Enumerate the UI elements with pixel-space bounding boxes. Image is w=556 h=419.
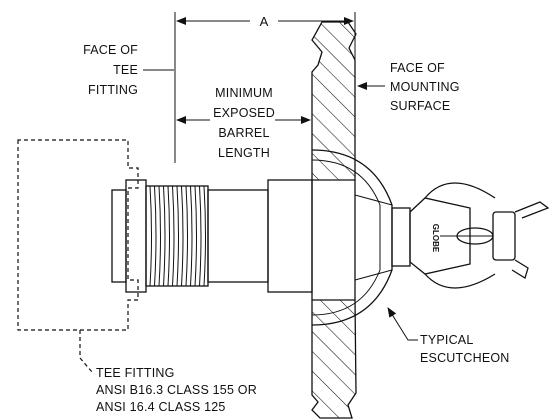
svg-text:TEE FITTING: TEE FITTING (96, 366, 175, 380)
sprinkler-head: GLOBE (391, 182, 550, 289)
escutcheon-face-bottom (354, 269, 393, 281)
mounting-wall (311, 21, 357, 419)
escutcheon-leader (387, 307, 418, 341)
thread-ridge (194, 185, 197, 287)
thread-ridge (203, 185, 206, 287)
svg-text:ANSI B16.3 CLASS 155 OR: ANSI B16.3 CLASS 155 OR (96, 383, 257, 397)
wall-upper-section (311, 21, 357, 181)
svg-text:FACE OF: FACE OF (390, 61, 445, 75)
thread-ridge (149, 185, 152, 287)
sprinkler-deflector-bottom (511, 259, 529, 279)
sprinkler-deflector-hub (492, 211, 516, 261)
tee-fitting-outline (17, 139, 139, 331)
thread-ridge (176, 185, 179, 287)
sprinkler-barrel (207, 179, 313, 293)
wall-lower-section (311, 299, 357, 419)
barrel-flange (267, 179, 313, 293)
sprinkler-deflector-top (514, 201, 550, 219)
svg-text:SURFACE: SURFACE (390, 99, 450, 113)
svg-text:FACE OF: FACE OF (83, 43, 138, 57)
label-face-of-tee-fitting: FACE OF TEE FITTING (83, 43, 138, 97)
svg-text:TYPICAL: TYPICAL (420, 333, 474, 347)
thread-ridge (163, 185, 166, 287)
label-minimum-exposed-barrel-length: MINIMUM EXPOSED BARREL LENGTH (213, 86, 275, 160)
thread-ridge (199, 185, 202, 287)
dimension-a-label: A (260, 14, 269, 29)
svg-text:EXPOSED: EXPOSED (213, 106, 275, 120)
escutcheon-face-top (354, 194, 393, 206)
thread-ridge (172, 185, 175, 287)
barrel-body (207, 189, 269, 283)
thread-ridge (181, 185, 184, 287)
sprinkler-logo: GLOBE (431, 224, 440, 253)
sprinkler-frame-arm-bottom (424, 273, 496, 289)
label-tee-fitting: TEE FITTING ANSI B16.3 CLASS 155 OR ANSI… (96, 366, 257, 414)
svg-text:TEE: TEE (113, 63, 138, 77)
svg-text:ANSI 16.4 CLASS 125: ANSI 16.4 CLASS 125 (96, 400, 226, 414)
escutcheon-inner (311, 159, 381, 316)
thread-collar (125, 179, 147, 293)
thread-ridge (185, 185, 188, 287)
leader-lines (79, 69, 418, 373)
sprinkler-frame-arm-top (424, 182, 496, 199)
thread-ridge (154, 185, 157, 287)
thread-ridge (167, 185, 170, 287)
svg-text:MOUNTING: MOUNTING (390, 80, 460, 94)
label-typical-escutcheon: TYPICAL ESCUTCHEON (420, 333, 510, 365)
sprinkler-hex-body (391, 207, 411, 267)
svg-text:LENGTH: LENGTH (218, 146, 270, 160)
svg-text:MINIMUM: MINIMUM (215, 86, 273, 100)
thread-ridge (158, 185, 161, 287)
tee-fitting-leader (79, 330, 93, 373)
label-face-of-mounting-surface: FACE OF MOUNTING SURFACE (390, 61, 460, 113)
svg-text:FITTING: FITTING (88, 83, 138, 97)
svg-text:BARREL: BARREL (218, 126, 269, 140)
svg-text:ESCUTCHEON: ESCUTCHEON (420, 351, 510, 365)
thread-ridge (190, 185, 193, 287)
thread-lines (149, 185, 206, 287)
thread-end-cap (111, 189, 127, 283)
threaded-section (111, 179, 209, 293)
dimension-a: A (174, 12, 356, 163)
